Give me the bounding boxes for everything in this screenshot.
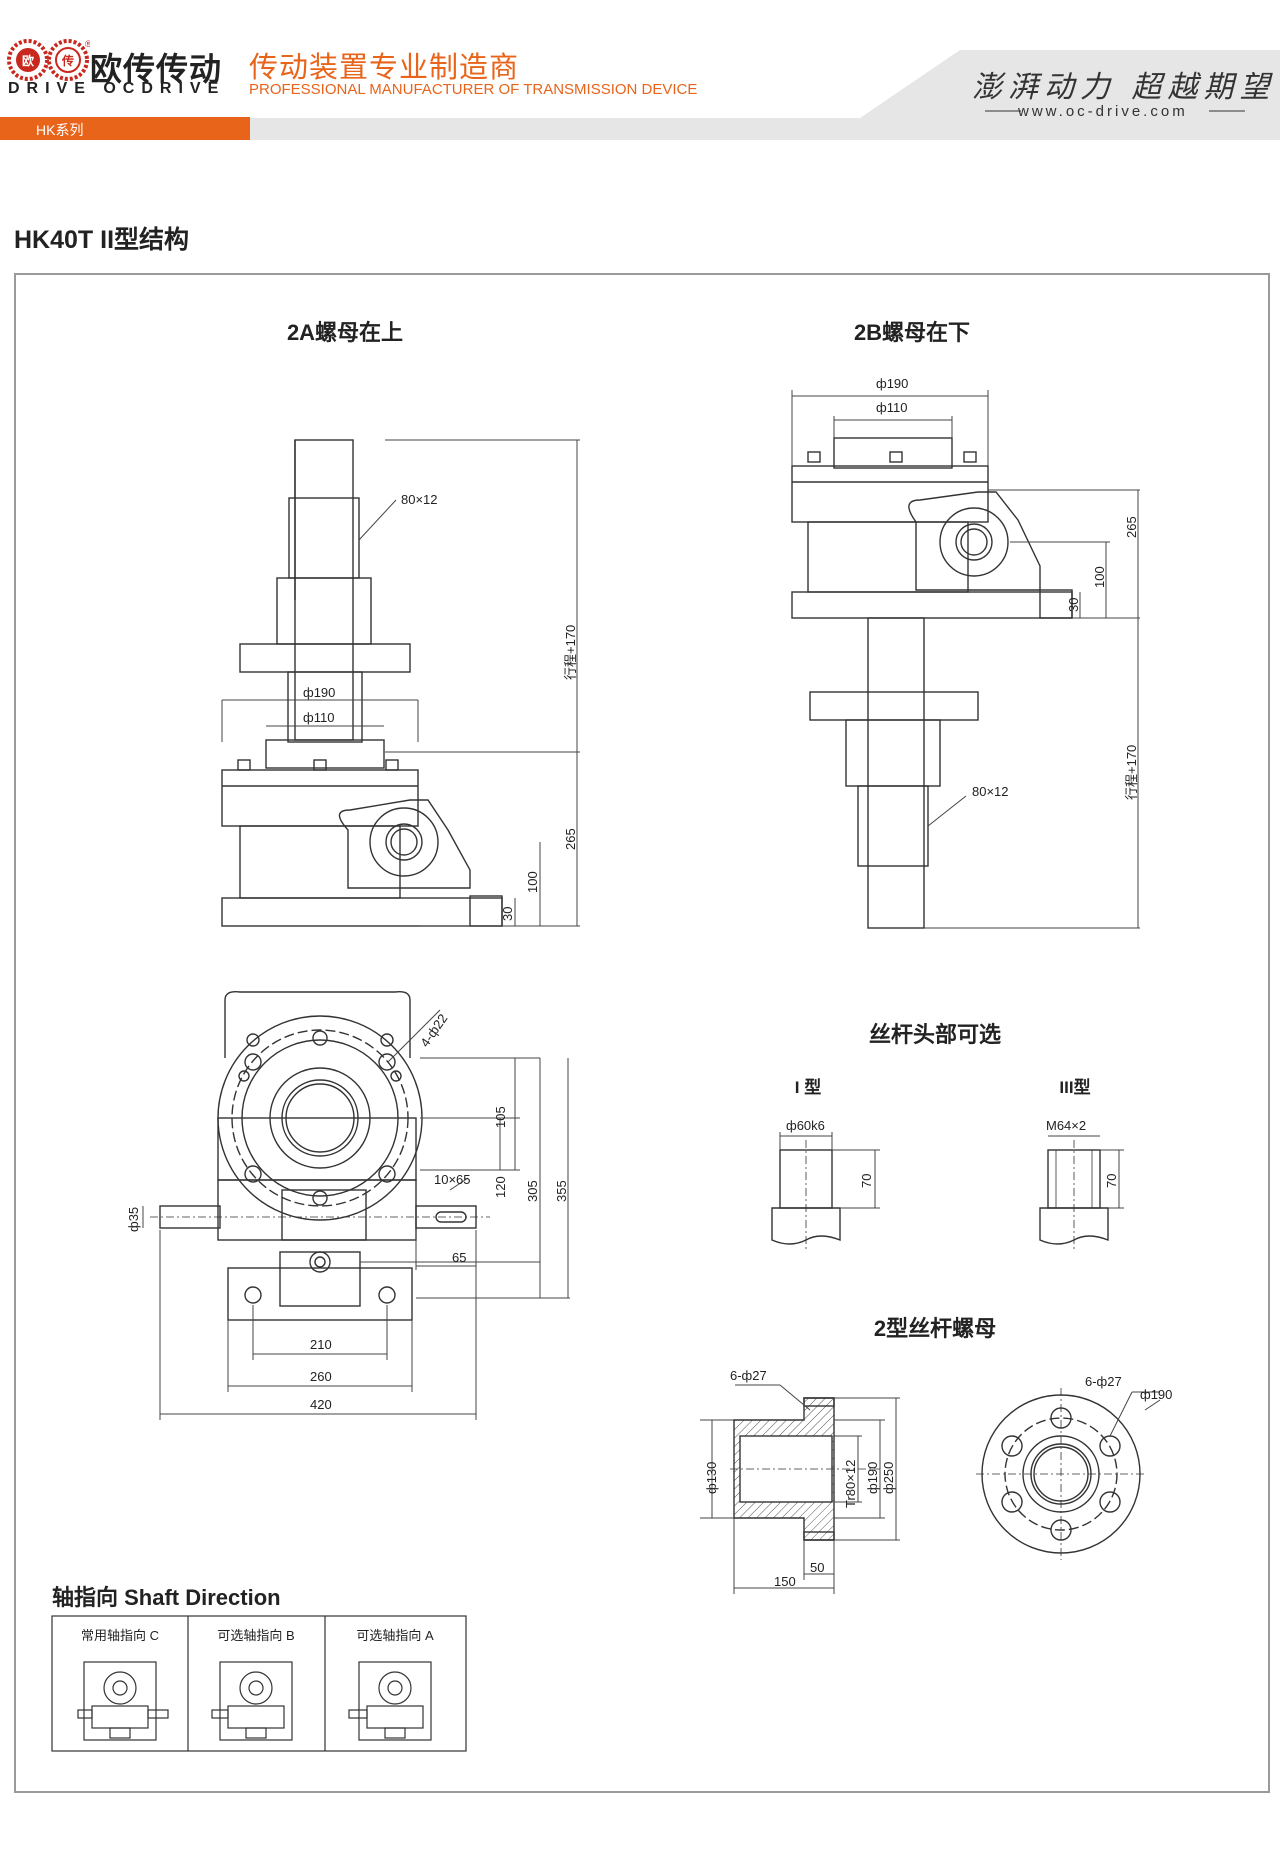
- nut-50: 50: [810, 1560, 824, 1575]
- type-3-label: III型: [1059, 1077, 1090, 1097]
- type-3-len: 70: [1104, 1174, 1119, 1188]
- type-3-dim: M64×2: [1046, 1118, 1086, 1133]
- plan-bolt-holes: [238, 1030, 402, 1304]
- view-2a-265: 265: [563, 828, 578, 850]
- plan-phi35: ф35: [126, 1207, 141, 1232]
- nut-front-phi190: ф190: [1140, 1387, 1172, 1402]
- view-2b-265: 265: [1124, 516, 1139, 538]
- brand-name-cn: 欧传传动: [90, 51, 223, 87]
- logo-mark-char-1: 欧: [22, 53, 34, 68]
- shaft-icon-c[interactable]: [77, 1661, 169, 1741]
- plan-355: 355: [554, 1180, 569, 1202]
- shaft-option-b-label: 可选轴指向 B: [217, 1628, 294, 1643]
- view-2b-100: 100: [1092, 566, 1107, 588]
- tagline-cn: 传动装置专业制造商: [249, 52, 520, 84]
- view-2a: 2A螺母在上: [221, 320, 580, 927]
- company-logo: 欧 传 ®: [7, 39, 90, 81]
- shaft-icon-a[interactable]: [348, 1661, 432, 1741]
- view-2b-phi110: ф110: [876, 400, 907, 415]
- nut-front-holes-dim: 6-ф27: [1085, 1374, 1122, 1389]
- plan-key-dim: 10×65: [434, 1172, 471, 1187]
- plan-210: 210: [310, 1337, 332, 1352]
- view-2b-30: 30: [1066, 598, 1081, 612]
- drawing-frame: [14, 273, 1270, 1793]
- nut-phi250: ф250: [881, 1462, 896, 1494]
- shaft-direction-table: 常用轴指向 C 可选轴指向 B 可选轴指向 A: [51, 1615, 467, 1752]
- shaft-direction-title: 轴指向 Shaft Direction: [52, 1585, 281, 1610]
- plan-105: 105: [493, 1106, 508, 1128]
- type-1-dim: ф60k6: [786, 1118, 825, 1133]
- view-2a-title: 2A螺母在上: [287, 320, 403, 345]
- logo-mark-char-2: 传: [61, 53, 74, 68]
- view-2b-phi190: ф190: [876, 376, 908, 391]
- plan-120: 120: [493, 1176, 508, 1198]
- type-1-len: 70: [859, 1174, 874, 1188]
- series-tab[interactable]: HK系列: [0, 120, 250, 140]
- nut-phi130: ф130: [704, 1462, 719, 1494]
- brand-name-en: DRIVE OCDRIVE: [8, 80, 226, 97]
- plan-260: 260: [310, 1369, 332, 1384]
- nut-150: 150: [774, 1574, 796, 1589]
- plan-420: 420: [310, 1397, 332, 1412]
- shaft-icon-b[interactable]: [211, 1661, 293, 1741]
- view-2b: 2B螺母在下: [791, 320, 1140, 929]
- nut-phi190: ф190: [865, 1462, 880, 1494]
- screw-head-title: 丝杆头部可选: [869, 1022, 1001, 1047]
- view-2a-thread-dim: 80×12: [401, 492, 438, 507]
- plan-65: 65: [452, 1250, 466, 1265]
- registered-mark: ®: [85, 39, 90, 49]
- shaft-option-a-label: 可选轴指向 A: [356, 1628, 434, 1643]
- type-1-label: I 型: [795, 1077, 821, 1097]
- screw-head-options: 丝杆头部可选 I 型 III型 ф60k6 70 M64×2 70: [771, 1022, 1124, 1250]
- view-2a-phi110: ф110: [303, 710, 334, 725]
- view-2a-stroke: 行程+170: [563, 625, 578, 680]
- nut-side-holes-dim: 6-ф27: [730, 1368, 767, 1383]
- nut-views: 2型丝杆螺母 6-ф27: [700, 1316, 1172, 1594]
- website-url[interactable]: www.oc-drive.com: [1018, 103, 1188, 120]
- plan-holes-dim: 4-ф22: [417, 1011, 450, 1050]
- plan-305: 305: [525, 1180, 540, 1202]
- page-title: HK40T II型结构: [14, 226, 190, 254]
- nut-thread-dim: Tr80×12: [843, 1460, 858, 1508]
- view-2a-100: 100: [525, 871, 540, 893]
- view-2a-phi190: ф190: [303, 685, 335, 700]
- page-header: 欧 传 ® 欧传传动 DRIVE OCDRIVE 传动装置专业制造商 PROFE…: [0, 0, 1280, 140]
- slogan: 澎湃动力 超越期望: [972, 70, 1276, 105]
- view-2b-title: 2B螺母在下: [854, 320, 970, 345]
- shaft-option-c-label: 常用轴指向 C: [81, 1628, 159, 1643]
- tagline-en: PROFESSIONAL MANUFACTURER OF TRANSMISSIO…: [249, 81, 698, 98]
- website-rule: [985, 110, 1245, 112]
- nut-title: 2型丝杆螺母: [874, 1316, 996, 1341]
- view-2b-thread-dim: 80×12: [972, 784, 1009, 799]
- view-2a-30: 30: [500, 907, 515, 921]
- plan-view: 4-ф22 105 120 305 355 10×65 ф35 65 210 2…: [126, 990, 570, 1420]
- view-2b-stroke: 行程+170: [1124, 745, 1139, 800]
